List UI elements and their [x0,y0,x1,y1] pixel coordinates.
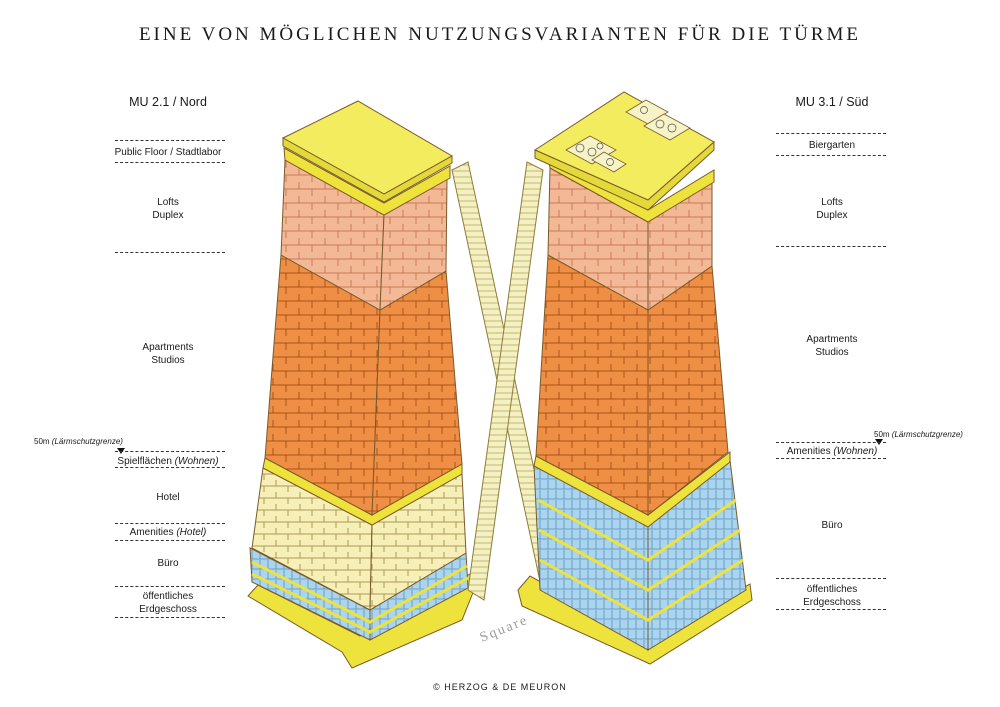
south-label-lofts: Lofts [821,197,843,208]
divider [776,458,886,459]
north-label-spielflaechen-note: (Wohnen) [174,456,219,467]
divider [115,540,225,541]
bridge-south-to-north [467,161,544,601]
north-label-oeffentliches: öffentliches [142,591,194,602]
divider [776,246,886,247]
north-public-floor [283,147,451,216]
north-label-public-floor: Public Floor / Stadtlabor [114,147,222,158]
south-label-apartments: Apartments [806,334,858,345]
north-label-studios: Studios [151,355,185,366]
south-label-duplex: Duplex [816,210,848,221]
copyright: © HERZOG & DE MEURON [433,682,567,692]
south-tower [517,91,753,665]
south-label-amenities-text: Amenities [786,446,831,457]
south-label-studios: Studios [815,347,849,358]
divider [115,523,225,524]
divider [776,442,886,443]
divider [115,617,225,618]
divider [115,451,225,452]
divider [776,133,886,134]
north-marker-note: (Lärmschutzgrenze) [51,437,123,446]
north-label-hotel: Hotel [156,492,180,503]
north-roof-edge [282,137,453,203]
north-label-apartments: Apartments [142,342,194,353]
south-noise-marker: 50m (Lärmschutzgrenze) [874,430,963,439]
north-noise-marker: 50m (Lärmschutzgrenze) [34,437,123,446]
roof-garden-icon [565,99,691,173]
north-label-spielflaechen: Spielflächen (Wohnen) [103,455,233,468]
north-label-amenities-text: Amenities [129,527,174,538]
south-heading: MU 3.1 / Süd [795,95,869,109]
divider [115,162,225,163]
north-label-erdgeschoss: Erdgeschoss [139,604,197,615]
north-label-amenities: Amenities (Hotel) [103,526,233,539]
north-tower [247,100,479,669]
divider [115,586,225,587]
square-label: Square [478,613,531,646]
divider [776,578,886,579]
south-marker-value: 50m [874,430,890,439]
south-label-oeffentliches: öffentliches [806,584,858,595]
south-label-biergarten: Biergarten [808,140,856,151]
divider [115,467,225,468]
south-roof-edge [534,140,715,211]
north-label-amenities-note: (Hotel) [176,527,207,538]
south-label-buero: Büro [821,520,843,531]
north-heading: MU 2.1 / Nord [129,95,207,109]
north-label-lofts: Lofts [157,197,179,208]
south-label-amenities-note: (Wohnen) [833,446,878,457]
divider [776,609,886,610]
south-label-erdgeschoss: Erdgeschoss [803,597,861,608]
divider [115,252,225,253]
divider [776,155,886,156]
divider [115,140,225,141]
page-title: EINE VON MÖGLICHEN NUTZUNGSVARIANTEN FÜR… [138,24,862,45]
north-label-spielflaechen-text: Spielflächen [117,456,172,467]
south-label-amenities: Amenities (Wohnen) [767,445,897,458]
north-label-duplex: Duplex [152,210,184,221]
north-marker-value: 50m [34,437,50,446]
south-marker-note: (Lärmschutzgrenze) [891,430,963,439]
north-label-buero: Büro [157,558,179,569]
